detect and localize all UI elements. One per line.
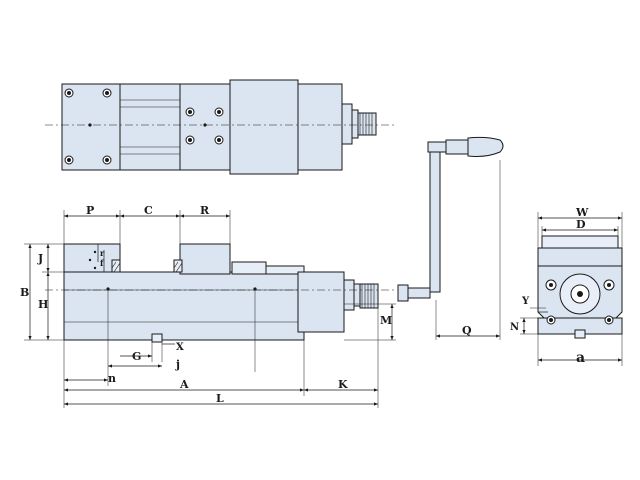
side-fixed-jaw [63, 243, 121, 275]
top-spindle-end [357, 112, 377, 136]
top-spindle-block [297, 83, 343, 171]
label-B: B [20, 286, 29, 299]
dimension-labels: P C R B H J r f M G X j n A K L Q W D Y … [20, 204, 589, 405]
label-H: H [38, 298, 48, 311]
label-D: D [576, 218, 586, 231]
end-view [537, 235, 623, 339]
top-collar [341, 103, 353, 145]
top-fixed-jaw [61, 83, 121, 171]
label-X: X [176, 342, 184, 353]
label-K: K [338, 378, 348, 391]
label-n: n [108, 372, 116, 385]
label-f: f [100, 258, 104, 268]
label-L: L [216, 392, 224, 405]
top-view [45, 79, 395, 175]
label-R: R [200, 204, 210, 217]
label-N: N [510, 322, 519, 333]
top-housing [229, 79, 299, 175]
top-movable-jaw [179, 83, 231, 171]
side-spindle-block [297, 271, 345, 333]
crank-handle [397, 136, 504, 340]
side-movable-jaw [179, 243, 231, 275]
label-Q: Q [462, 324, 472, 337]
side-body [63, 271, 305, 341]
side-view [45, 243, 395, 343]
label-G: G [132, 350, 141, 363]
label-A: A [179, 378, 189, 391]
side-spindle-end [359, 283, 379, 309]
label-J: J [37, 252, 43, 265]
label-a: a [576, 350, 585, 366]
label-P: P [86, 204, 94, 217]
label-C: C [144, 204, 153, 217]
label-j: j [175, 358, 180, 371]
top-bolts [64, 88, 224, 165]
label-Y: Y [521, 296, 530, 307]
label-r: r [100, 248, 105, 258]
label-M: M [380, 314, 392, 327]
end-jaw [537, 247, 623, 267]
dimensions [24, 210, 623, 408]
label-W: W [575, 206, 589, 219]
